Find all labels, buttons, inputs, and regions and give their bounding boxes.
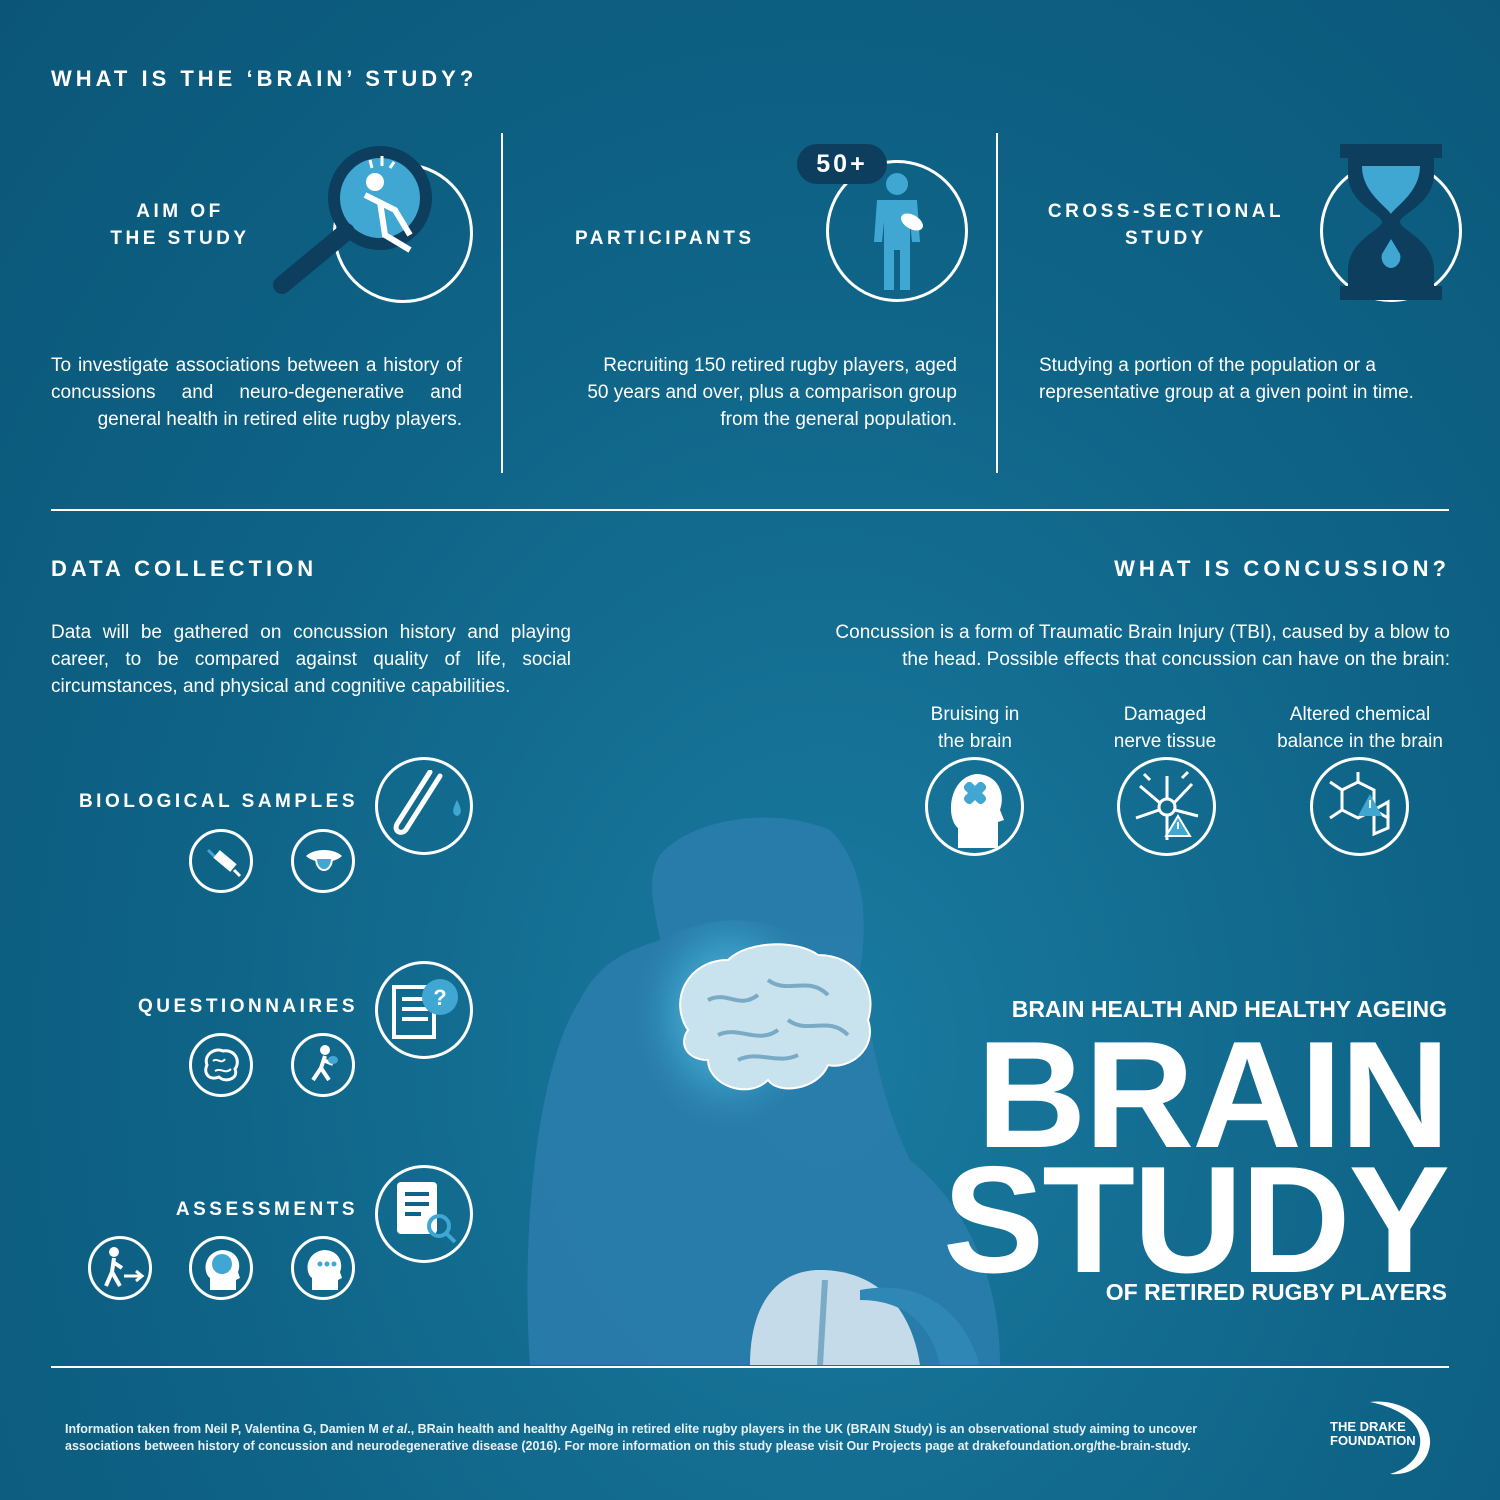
bruising-circle: [925, 757, 1024, 856]
walking-icon: [104, 1247, 145, 1287]
footer-line1-em: et al: [382, 1422, 408, 1436]
tongue-circle: [291, 829, 355, 893]
drake-logo-text: THE DRAKE FOUNDATION: [1330, 1420, 1416, 1448]
participants-title: PARTICIPANTS: [575, 228, 755, 249]
effect-bruising-line2: the brain: [938, 731, 1012, 752]
concussion-text-line1: Concussion is a form of Traumatic Brain …: [835, 622, 1450, 643]
tongue-icon: [306, 850, 342, 871]
biological-circle: [375, 757, 473, 855]
syringe-circle: [189, 829, 253, 893]
page-title: WHAT IS THE ‘BRAIN’ STUDY?: [51, 66, 478, 91]
tackle-icon: [311, 1045, 338, 1082]
participants-circle: [826, 160, 968, 302]
head-brain-icon: [205, 1250, 240, 1290]
concussion-text: Concussion is a form of Traumatic Brain …: [700, 619, 1450, 673]
participants-text: Recruiting 150 retired rugby players, ag…: [520, 352, 957, 433]
cross-title: CROSS-SECTIONAL STUDY: [1030, 198, 1302, 252]
head-thinking-icon: [307, 1250, 342, 1290]
biological-samples-label: BIOLOGICAL SAMPLES: [78, 791, 358, 812]
drake-logo-line1: THE DRAKE: [1330, 1419, 1406, 1434]
test-tube-icon: [393, 770, 461, 835]
assessments-label: ASSESSMENTS: [175, 1199, 358, 1220]
cross-text-line2: representative group at a given point in…: [1039, 382, 1414, 403]
document-search-icon: [397, 1182, 457, 1244]
divider-2: [996, 133, 998, 473]
brain-maze-circle: [189, 1033, 253, 1097]
footer-divider: [51, 1366, 1449, 1368]
participants-text-line3: from the general population.: [720, 409, 957, 430]
effect-bruising-label: Bruising in the brain: [895, 701, 1055, 755]
section-divider: [51, 509, 1449, 511]
svg-text:?: ?: [433, 985, 446, 1010]
effect-nerve-label: Damaged nerve tissue: [1085, 701, 1245, 755]
cross-text-line1: Studying a portion of the population or …: [1039, 355, 1376, 376]
footer-line2: associations between history of concussi…: [65, 1439, 1191, 1453]
person-icon: [874, 173, 923, 290]
footer-line1-a: Information taken from Neil P, Valentina…: [65, 1422, 383, 1436]
effect-nerve-line1: Damaged: [1123, 704, 1207, 725]
assessment-circle: [375, 1165, 473, 1263]
cross-text: Studying a portion of the population or …: [1039, 352, 1459, 406]
footer-citation: Information taken from Neil P, Valentina…: [65, 1421, 1305, 1455]
walking-circle: [88, 1236, 152, 1300]
molecule-icon: [1329, 772, 1390, 837]
hero-tagline: OF RETIRED RUGBY PLAYERS: [1105, 1279, 1447, 1305]
questionnaire-circle: [375, 961, 473, 1059]
aim-title-line2: THE STUDY: [110, 228, 250, 249]
player-icon: [363, 156, 413, 253]
brain-maze-icon: [204, 1048, 239, 1082]
footer-line1-b: ., BRain health and healthy AgeINg in re…: [407, 1422, 1198, 1436]
footer-line1: Information taken from Neil P, Valentina…: [65, 1421, 1305, 1438]
concussion-title: WHAT IS CONCUSSION?: [1114, 556, 1450, 581]
drake-logo-swoosh: [1370, 1401, 1431, 1475]
participants-text-line2: 50 years and over, plus a comparison gro…: [587, 382, 957, 403]
neuron-icon: [1135, 770, 1199, 840]
participants-badge: 50+: [797, 144, 887, 184]
head-brain-circle: [189, 1236, 253, 1300]
document-question-icon: ?: [392, 979, 458, 1039]
aim-title: AIM OF THE STUDY: [110, 198, 250, 252]
effect-nerve-line2: nerve tissue: [1113, 731, 1217, 752]
data-collection-text: Data will be gathered on concussion hist…: [51, 622, 571, 697]
data-collection-title: DATA COLLECTION: [51, 556, 318, 581]
aim-text: To investigate associations between a hi…: [51, 355, 462, 430]
hero-word-study: STUDY: [942, 1135, 1450, 1305]
head-bandage-icon: [951, 774, 1004, 848]
hero-subtitle: BRAIN HEALTH AND HEALTHY AGEING: [1011, 996, 1447, 1022]
divider-1: [501, 133, 503, 473]
magnifier-icon: [273, 146, 432, 294]
effect-chemical-line2: balance in the brain: [1277, 731, 1443, 752]
brain-illustration: [679, 943, 872, 1091]
nerve-circle: [1117, 757, 1216, 856]
hero-word-brain: BRAIN: [976, 1010, 1450, 1180]
concussion-text-line2: the head. Possible effects that concussi…: [902, 649, 1450, 670]
effect-chemical-line1: Altered chemical: [1289, 704, 1431, 725]
hourglass-icon: [1340, 144, 1442, 300]
participants-text-line1: Recruiting 150 retired rugby players, ag…: [603, 355, 957, 376]
aim-title-line1: AIM OF: [136, 201, 224, 222]
questionnaires-label: QUESTIONNAIRES: [137, 996, 358, 1017]
drake-logo-line2: FOUNDATION: [1330, 1433, 1416, 1448]
effect-chemical-label: Altered chemical balance in the brain: [1260, 701, 1460, 755]
chemical-circle: [1310, 757, 1409, 856]
head-thinking-circle: [291, 1236, 355, 1300]
syringe-icon: [206, 848, 242, 878]
tackle-circle: [291, 1033, 355, 1097]
drake-logo: THE DRAKE FOUNDATION: [1330, 1398, 1445, 1478]
effect-bruising-line1: Bruising in: [930, 704, 1020, 725]
cross-title-line1: CROSS-SECTIONAL: [1047, 201, 1285, 222]
cross-title-line2: STUDY: [1125, 228, 1207, 249]
